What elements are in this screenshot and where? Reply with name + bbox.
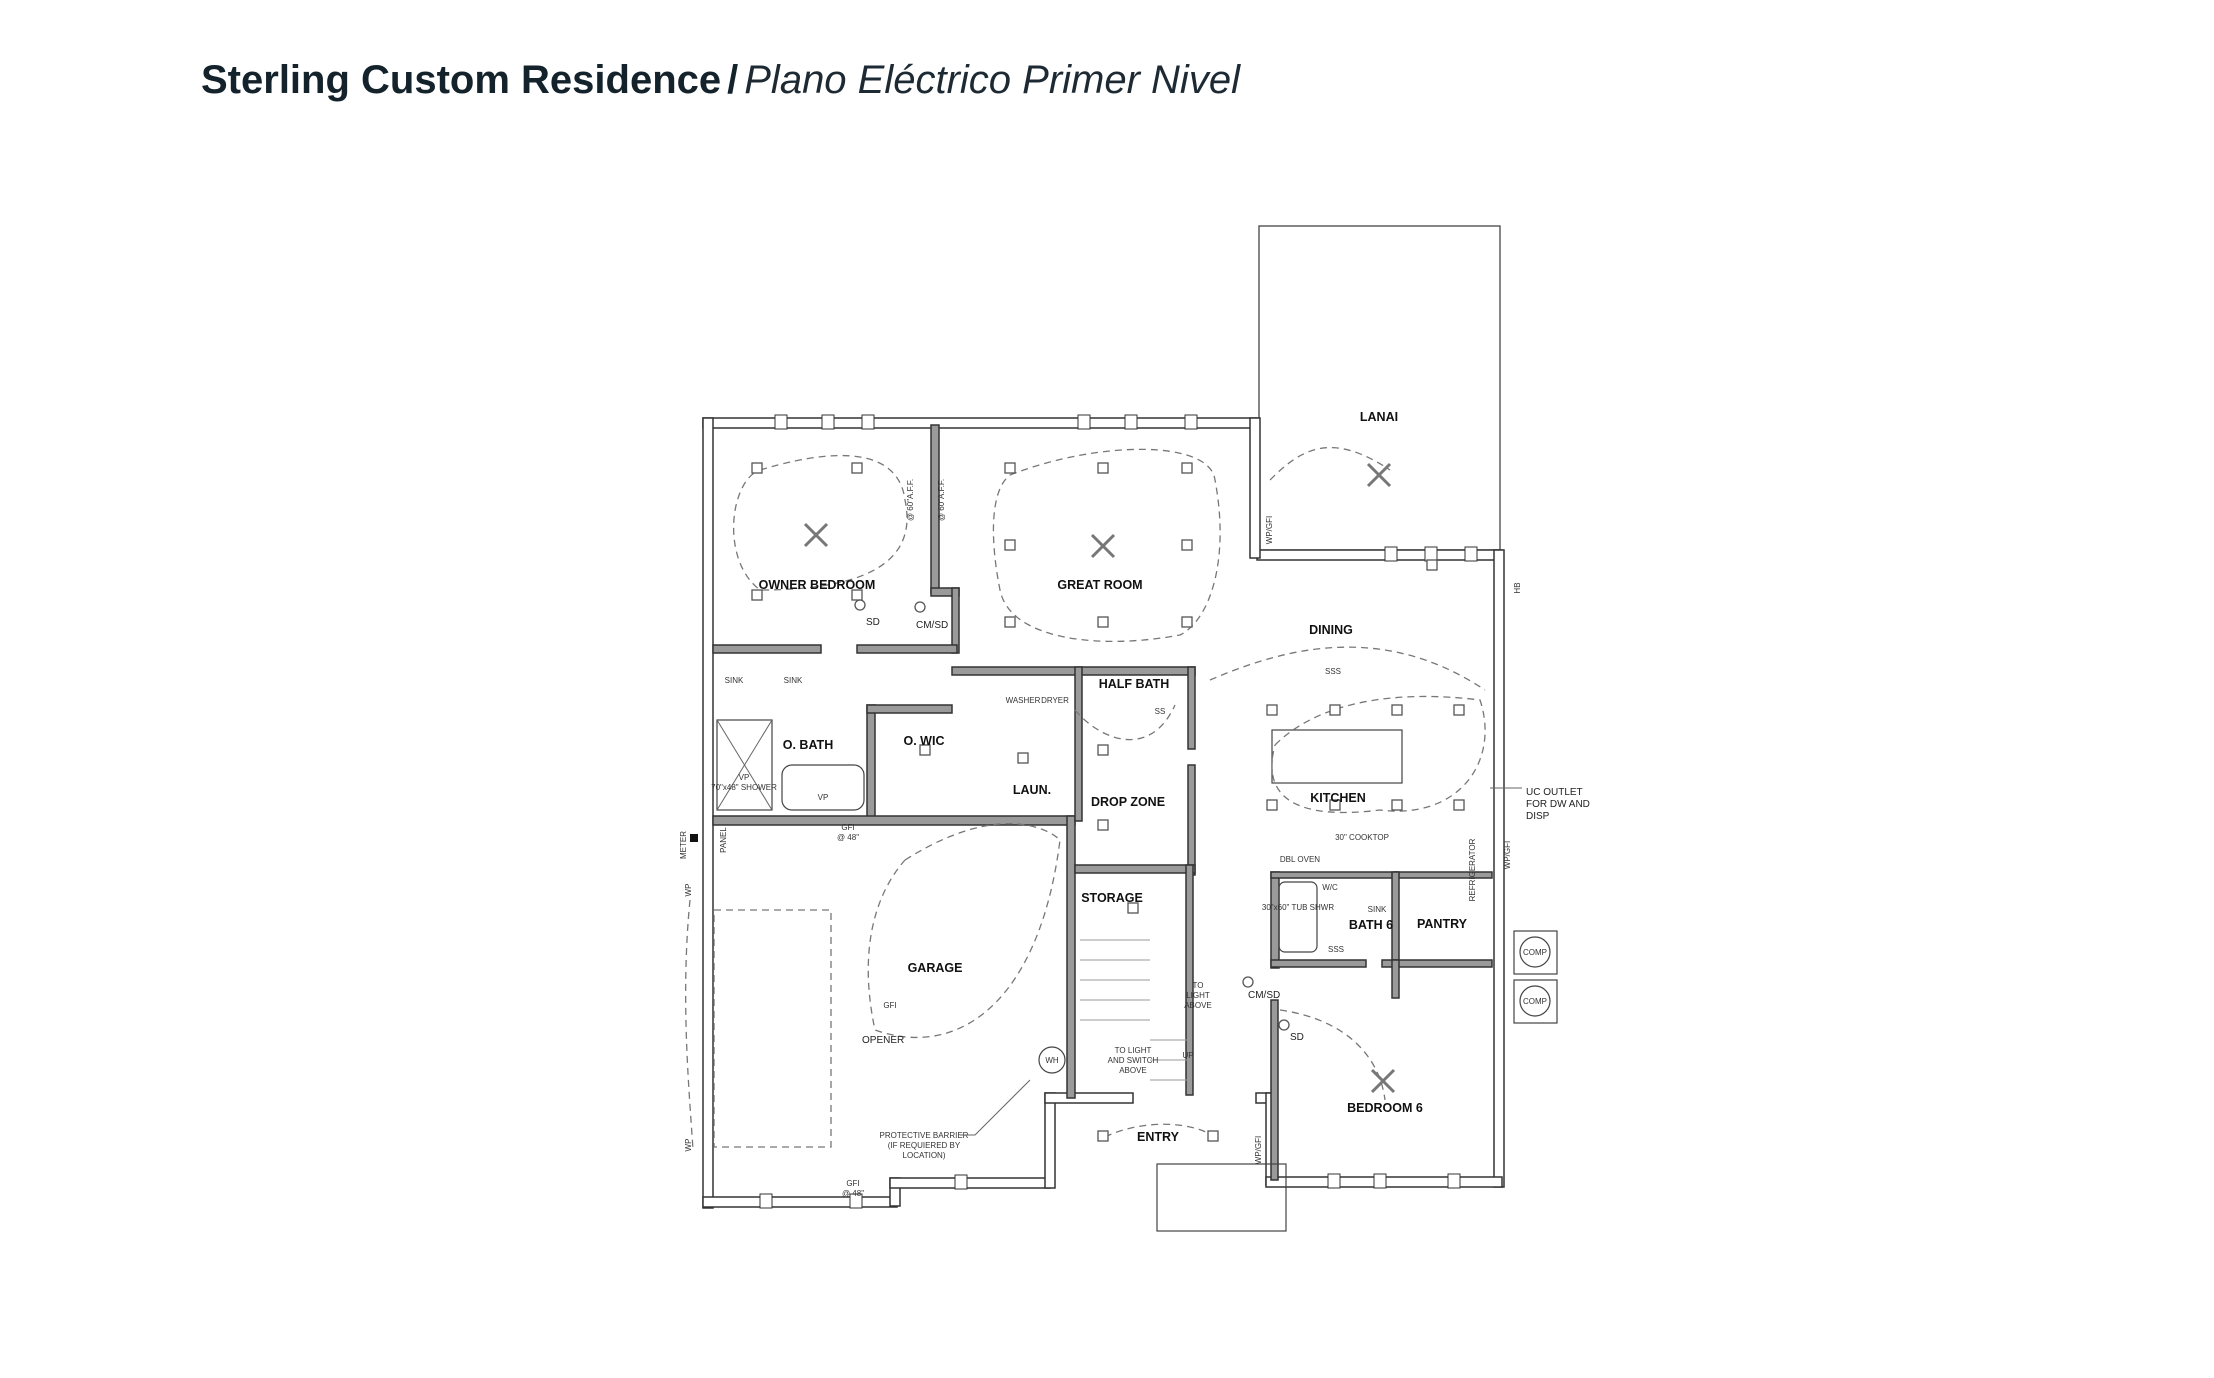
- svg-text:LIGHT: LIGHT: [1186, 991, 1210, 1000]
- room-label-o-bath: O. BATH: [783, 738, 833, 752]
- wc-label: W/C: [1322, 883, 1338, 892]
- sss-label: SSS: [1328, 945, 1344, 954]
- panel-label: PANEL: [719, 827, 728, 853]
- svg-text:TO: TO: [1193, 981, 1204, 990]
- cm-sd-label: CM/SD: [916, 620, 948, 631]
- light-fixtures: [751, 462, 1465, 1142]
- svg-text:FOR DW AND: FOR DW AND: [1526, 799, 1590, 810]
- sheet-name: Plano Eléctrico Primer Nivel: [744, 58, 1240, 102]
- room-label-drop-zone: DROP ZONE: [1091, 795, 1165, 809]
- svg-text:ABOVE: ABOVE: [1119, 1066, 1147, 1075]
- tv-height-label: @ 60"A.F.F.: [906, 479, 915, 521]
- room-label-storage: STORAGE: [1081, 891, 1143, 905]
- garage-parking-outline: [713, 909, 832, 1148]
- title-separator: /: [727, 58, 739, 102]
- gfi-height-label: @ 48": [837, 833, 859, 842]
- svg-text:PROTECTIVE BARRIER: PROTECTIVE BARRIER: [880, 1131, 969, 1140]
- dryer-label: DRYER: [1041, 696, 1069, 705]
- interior-walls: [712, 424, 1493, 1181]
- sd-label: SD: [866, 617, 880, 628]
- wp-gfi-label: WP/GFI: [1503, 841, 1512, 869]
- bath6-tub: [1278, 881, 1318, 953]
- owner-bathtub: [781, 764, 865, 811]
- room-label-owner-bedroom: OWNER BEDROOM: [759, 578, 876, 592]
- svg-text:UC OUTLET: UC OUTLET: [1526, 787, 1583, 798]
- svg-text:AND SWITCH: AND SWITCH: [1108, 1056, 1159, 1065]
- gfi-label: GFI: [883, 1001, 896, 1010]
- sss-label: SSS: [1325, 667, 1341, 676]
- ceiling-fan-icon: [803, 462, 1396, 1094]
- smoke-detector-icon: [914, 601, 926, 613]
- svg-text:DISP: DISP: [1526, 811, 1550, 822]
- hb-label: HB: [1513, 582, 1522, 593]
- svg-text:(IF REQUIERED BY: (IF REQUIERED BY: [888, 1141, 961, 1150]
- smoke-detector-icon: [1278, 1019, 1290, 1031]
- room-label-garage: GARAGE: [908, 961, 963, 975]
- cm-sd-label: CM/SD: [1248, 990, 1280, 1001]
- washer-label: WASHER: [1006, 696, 1041, 705]
- water-heater-label: WH: [1045, 1056, 1059, 1065]
- gfi-height-label: @ 48": [842, 1189, 864, 1198]
- wp-label: WP: [684, 1139, 693, 1152]
- room-label-lanai: LANAI: [1360, 410, 1398, 424]
- porch-outline: [1156, 1163, 1287, 1232]
- compressor-unit: COMP: [1513, 930, 1558, 975]
- tv-height-label: @ 60"A.F.F.: [937, 479, 946, 521]
- meter-icon: [690, 834, 698, 842]
- to-light-above-note: TO LIGHT ABOVE: [1184, 981, 1212, 1010]
- shower-label: 70"x48" SHOWER: [711, 783, 777, 792]
- lanai-outline: [1258, 225, 1501, 551]
- gfi-label: GFI: [841, 823, 854, 832]
- wp-gfi-label: WP/GFI: [1254, 1136, 1263, 1164]
- room-label-kitchen: KITCHEN: [1310, 791, 1366, 805]
- room-label-o-wic: O. WIC: [904, 734, 945, 748]
- smoke-detector-icon: [854, 599, 866, 611]
- svg-text:ABOVE: ABOVE: [1184, 1001, 1212, 1010]
- vp-label: VP: [818, 793, 829, 802]
- opener-label: OPENER: [862, 1035, 904, 1046]
- wp-gfi-label: WP/GFI: [1265, 516, 1274, 544]
- svg-text:TO LIGHT: TO LIGHT: [1115, 1046, 1152, 1055]
- room-label-entry: ENTRY: [1137, 1130, 1180, 1144]
- owner-shower: [716, 719, 773, 811]
- meter-label: METER: [679, 831, 688, 859]
- exterior-walls: [702, 417, 1505, 1209]
- room-label-laundry: LAUN.: [1013, 783, 1051, 797]
- room-label-bedroom-6: BEDROOM 6: [1347, 1101, 1423, 1115]
- tub-label: 30"x60" TUB SHWR: [1262, 903, 1334, 912]
- room-label-pantry: PANTRY: [1417, 917, 1468, 931]
- room-label-bath-6: BATH 6: [1349, 918, 1393, 932]
- room-label-half-bath: HALF BATH: [1099, 677, 1170, 691]
- svg-text:COMP: COMP: [1523, 948, 1547, 957]
- gfi-label: GFI: [846, 1179, 859, 1188]
- svg-text:LOCATION): LOCATION): [903, 1151, 946, 1160]
- stairs: [1080, 939, 1190, 1081]
- ss-label: SS: [1155, 707, 1166, 716]
- sink-label: SINK: [725, 676, 744, 685]
- up-label: UP: [1182, 1051, 1193, 1060]
- vp-label: VP: [739, 773, 750, 782]
- cooktop-label: 30" COOKTOP: [1335, 833, 1389, 842]
- sink-label: SINK: [784, 676, 803, 685]
- windows: [759, 414, 1478, 1209]
- svg-text:COMP: COMP: [1523, 997, 1547, 1006]
- sink-label: SINK: [1368, 905, 1387, 914]
- uc-outlet-note: UC OUTLET FOR DW AND DISP: [1490, 787, 1590, 822]
- refrigerator-label: REFRIGERATOR: [1468, 838, 1477, 901]
- dbl-oven-label: DBL OVEN: [1280, 855, 1320, 864]
- sd-label: SD: [1290, 1032, 1304, 1043]
- water-heater-icon: [1038, 1046, 1066, 1074]
- page-title: Sterling Custom Residence/Plano Eléctric…: [201, 58, 1240, 103]
- protective-barrier-note: PROTECTIVE BARRIER (IF REQUIERED BY LOCA…: [880, 1079, 1031, 1160]
- compressor-unit: COMP: [1513, 979, 1558, 1024]
- circuit-runs: [685, 446, 1486, 1151]
- room-label-great-room: GREAT ROOM: [1057, 578, 1142, 592]
- to-light-switch-note: TO LIGHT AND SWITCH ABOVE: [1108, 1046, 1159, 1075]
- project-name: Sterling Custom Residence: [201, 58, 722, 102]
- kitchen-island: [1271, 729, 1403, 784]
- room-label-dining: DINING: [1309, 623, 1353, 637]
- wp-label: WP: [684, 884, 693, 897]
- smoke-detector-icon: [1242, 976, 1254, 988]
